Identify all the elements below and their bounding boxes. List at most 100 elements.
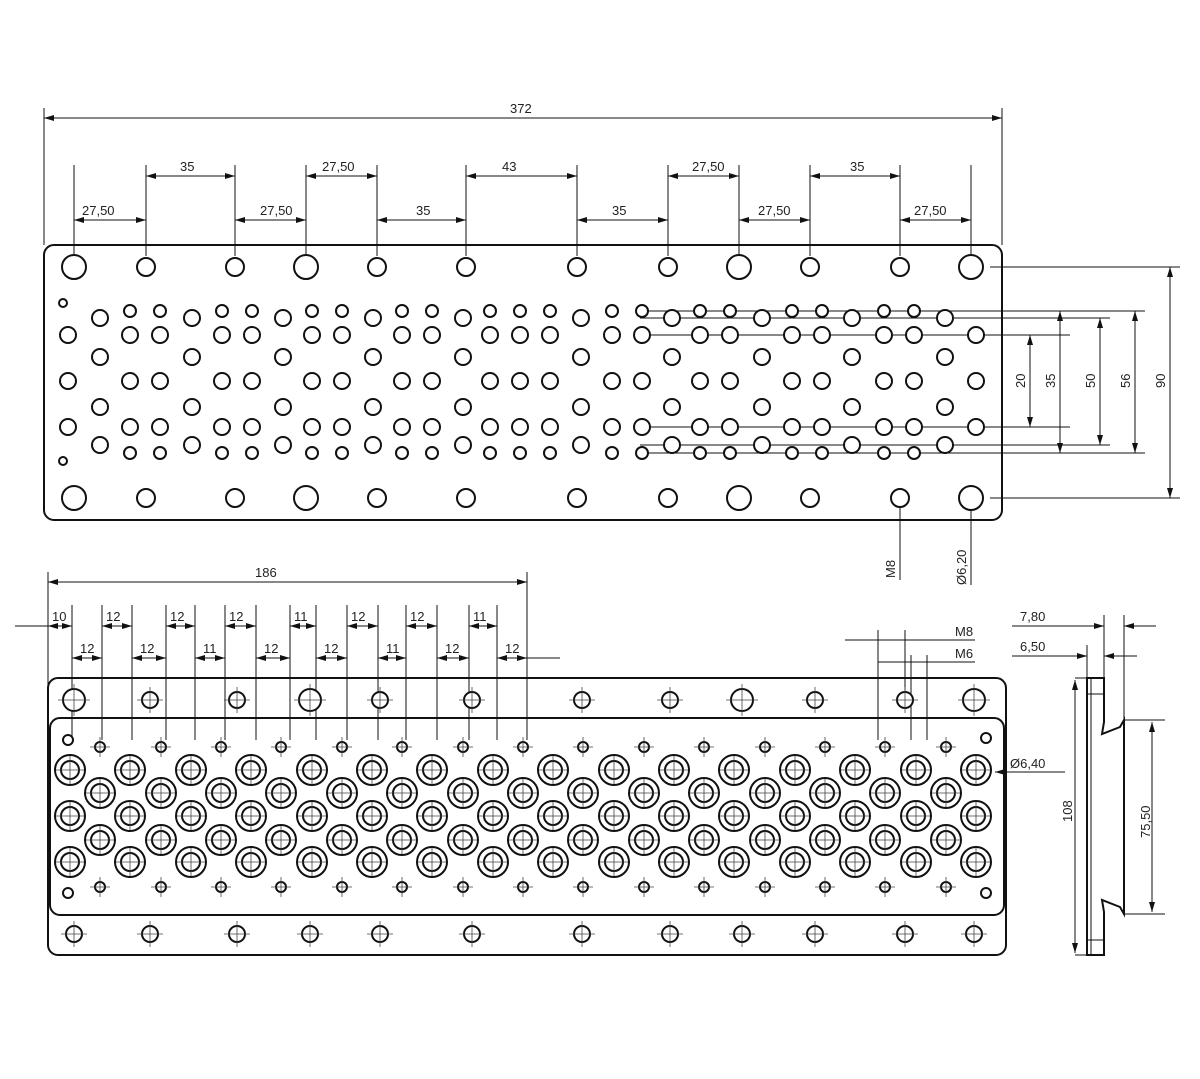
hole — [980, 732, 992, 744]
side-profile — [1086, 677, 1125, 956]
hole — [481, 326, 499, 344]
hole — [58, 456, 68, 466]
dim-108: 108 — [1060, 800, 1075, 822]
hole — [59, 326, 77, 344]
hole — [543, 446, 557, 460]
hole — [967, 372, 985, 390]
hole — [726, 485, 752, 511]
hole — [423, 372, 441, 390]
hole — [753, 436, 771, 454]
hole — [785, 446, 799, 460]
hole — [980, 887, 992, 899]
hole — [513, 304, 527, 318]
hole — [243, 326, 261, 344]
hole — [633, 372, 651, 390]
hole — [721, 418, 739, 436]
hole — [91, 348, 109, 366]
hole — [91, 309, 109, 327]
hole — [905, 326, 923, 344]
hole — [603, 372, 621, 390]
hole — [936, 309, 954, 327]
hole — [572, 309, 590, 327]
dimension-label: 12 — [324, 641, 338, 656]
hole — [243, 372, 261, 390]
hole — [423, 418, 441, 436]
hole — [958, 485, 984, 511]
hole — [393, 418, 411, 436]
hole — [936, 398, 954, 416]
hole — [425, 304, 439, 318]
dimension-label: 11 — [294, 609, 308, 624]
hole — [183, 436, 201, 454]
hole — [967, 418, 985, 436]
hole — [511, 418, 529, 436]
hole — [215, 304, 229, 318]
hole — [483, 446, 497, 460]
hole — [395, 446, 409, 460]
dimension-label: 35 — [612, 203, 626, 218]
dimension-label: 27,50 — [260, 203, 293, 218]
hole — [663, 348, 681, 366]
hole — [456, 257, 476, 277]
hole — [605, 446, 619, 460]
hole — [364, 436, 382, 454]
hole — [633, 418, 651, 436]
hole — [335, 304, 349, 318]
hole — [395, 304, 409, 318]
hole — [364, 398, 382, 416]
hole — [151, 326, 169, 344]
dimension-label: 12 — [445, 641, 459, 656]
hole — [293, 254, 319, 280]
hole — [658, 488, 678, 508]
hole — [541, 326, 559, 344]
hole — [333, 372, 351, 390]
hole — [843, 309, 861, 327]
dimension-label: 12 — [229, 609, 243, 624]
hole — [723, 304, 737, 318]
dim-35: 35 — [1043, 374, 1058, 388]
hole — [136, 257, 156, 277]
callout-m8: M8 — [883, 560, 898, 578]
hole — [213, 326, 231, 344]
hole — [91, 436, 109, 454]
hole — [153, 304, 167, 318]
hole — [245, 304, 259, 318]
hole — [907, 446, 921, 460]
hole — [753, 398, 771, 416]
hole — [245, 446, 259, 460]
hole — [572, 436, 590, 454]
dimension-label: 12 — [170, 609, 184, 624]
hole — [815, 304, 829, 318]
dimension-label: 12 — [106, 609, 120, 624]
hole — [511, 372, 529, 390]
dimension-label: 12 — [140, 641, 154, 656]
hole — [785, 304, 799, 318]
hole — [726, 254, 752, 280]
hole — [800, 257, 820, 277]
hole — [936, 348, 954, 366]
hole — [274, 398, 292, 416]
hole — [183, 348, 201, 366]
dimension-label: 27,50 — [82, 203, 115, 218]
hole — [633, 326, 651, 344]
hole — [153, 446, 167, 460]
hole — [121, 326, 139, 344]
hole — [875, 418, 893, 436]
callout-m8: M8 — [955, 624, 973, 639]
hole — [483, 304, 497, 318]
hole — [456, 488, 476, 508]
hole — [511, 326, 529, 344]
hole — [61, 254, 87, 280]
hole — [905, 372, 923, 390]
hole — [274, 348, 292, 366]
hole — [393, 326, 411, 344]
hole — [875, 372, 893, 390]
hole — [693, 304, 707, 318]
hole — [183, 309, 201, 327]
dimension-label: 11 — [386, 641, 400, 656]
hole — [958, 254, 984, 280]
hole — [572, 348, 590, 366]
dimension-label: 10 — [52, 609, 66, 624]
hole — [567, 257, 587, 277]
hole — [91, 398, 109, 416]
